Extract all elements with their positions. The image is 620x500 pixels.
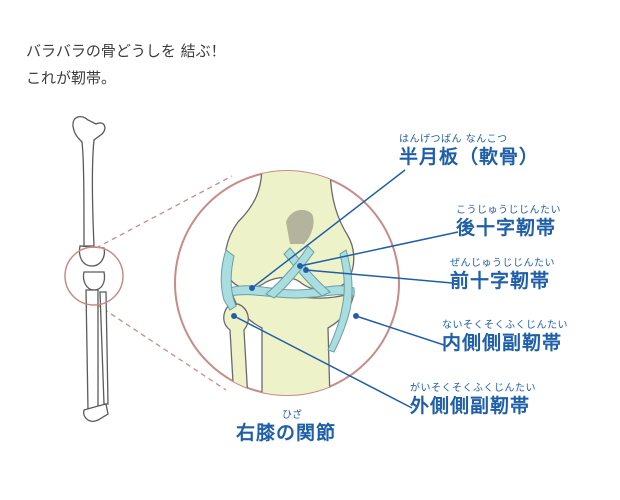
leader-meniscus xyxy=(251,169,406,289)
label-pcl-ruby: こうじゅうじじんたい xyxy=(456,205,561,216)
label-lcl-name: 外側側副靭帯 xyxy=(410,395,531,417)
label-mcl-name: 内側側副靭帯 xyxy=(442,332,563,354)
leg-skeleton xyxy=(72,115,109,422)
leader-mcl xyxy=(355,315,445,346)
label-meniscus: はんげつばん なんこつ 半月板（軟骨） xyxy=(399,134,539,168)
anterior-cruciate xyxy=(265,245,315,299)
label-lcl: がいそくそくふくじんたい 外側側副靭帯 xyxy=(410,383,536,417)
label-lcl-ruby: がいそくそくふくじんたい xyxy=(410,383,536,394)
small-zoom-circle xyxy=(64,246,124,306)
label-meniscus-name: 半月板（軟骨） xyxy=(399,146,540,168)
label-acl-ruby: ぜんじゅうじじんたい xyxy=(450,258,555,269)
leader-pcl xyxy=(299,231,459,267)
label-pcl-name: 後十字靭帯 xyxy=(456,217,557,239)
label-acl-name: 前十字靭帯 xyxy=(450,270,551,292)
leader-lines xyxy=(231,169,459,409)
label-mcl: ないそくそくふくじんたい 内側側副靭帯 xyxy=(442,320,568,354)
caption-ruby: ひざ xyxy=(282,410,302,421)
fibula xyxy=(223,303,249,395)
intro-line-2: これが靭帯。 xyxy=(26,69,117,87)
zoom-connector-bottom xyxy=(95,303,227,391)
label-meniscus-ruby: はんげつばん なんこつ xyxy=(399,134,508,145)
leader-lcl xyxy=(233,315,413,409)
lateral-collateral xyxy=(220,249,237,311)
diagram-caption: ひざ 右膝の関節 xyxy=(236,410,336,444)
intro-line-1: バラバラの骨どうしを 結ぶ！ xyxy=(26,42,226,60)
intercondylar-notch xyxy=(286,209,314,244)
label-acl: ぜんじゅうじじんたい 前十字靭帯 xyxy=(450,258,555,292)
zoom-connector-top xyxy=(95,175,233,249)
caption-name: 右膝の関節 xyxy=(236,422,337,444)
leader-acl xyxy=(305,269,453,284)
medial-collateral xyxy=(327,249,353,353)
intro-text: バラバラの骨どうしを 結ぶ！ これが靭帯。 xyxy=(26,38,226,92)
label-pcl: こうじゅうじじんたい 後十字靭帯 xyxy=(456,205,561,239)
label-mcl-ruby: ないそくそくふくじんたい xyxy=(442,320,568,331)
